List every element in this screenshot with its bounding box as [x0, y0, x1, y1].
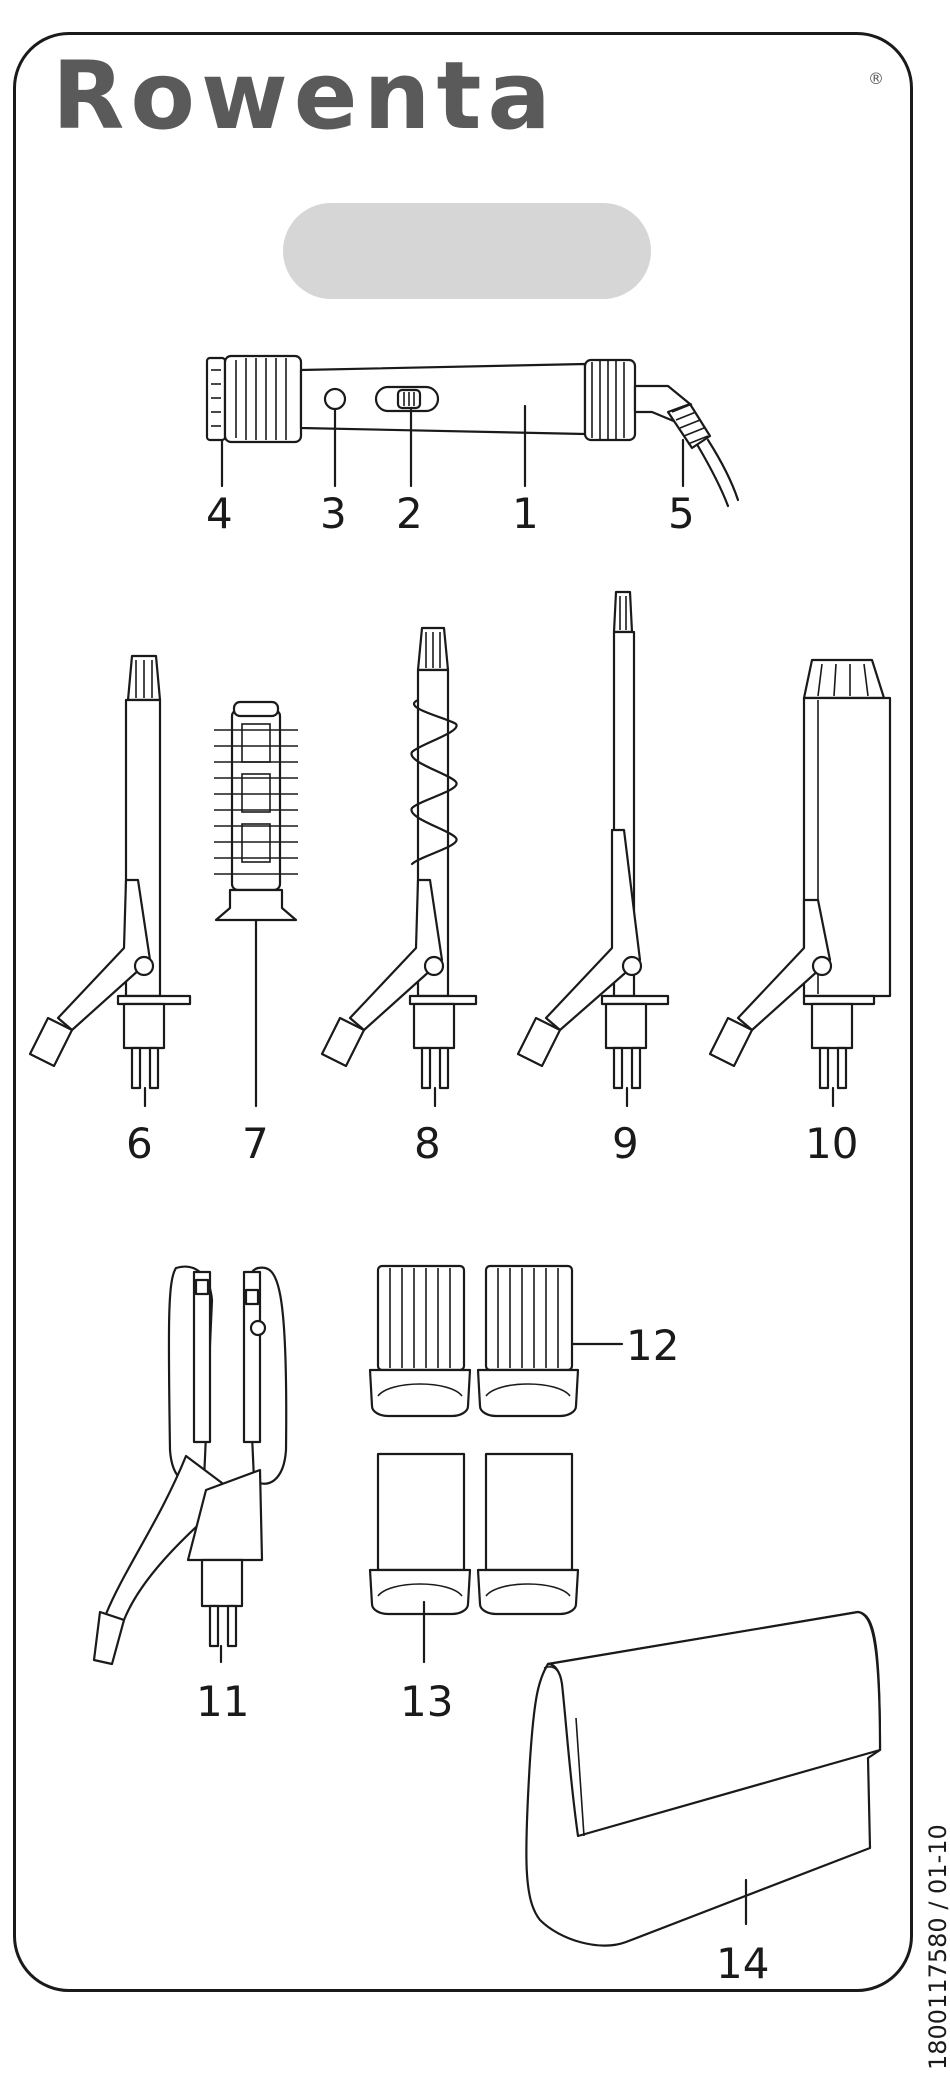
label-8: 8: [414, 1119, 441, 1168]
wide-tong-attachment: [710, 660, 890, 1106]
label-12: 12: [626, 1321, 679, 1370]
brush-attachment: [214, 702, 298, 1106]
flat-plates-attachment: [370, 1454, 578, 1662]
label-9: 9: [612, 1119, 639, 1168]
brand-logo: Rowenta: [52, 42, 557, 151]
storage-pouch: [526, 1612, 880, 1946]
document-code: 1800117580 / 01-10: [924, 1824, 950, 2070]
label-6: 6: [126, 1119, 153, 1168]
label-5: 5: [668, 489, 695, 538]
spiral-tong-attachment: [322, 628, 476, 1106]
curling-tong-attachment: [30, 656, 190, 1106]
label-3: 3: [320, 489, 347, 538]
label-2: 2: [396, 489, 423, 538]
label-14: 14: [716, 1939, 769, 1988]
label-4: 4: [206, 489, 233, 538]
registered-mark: ®: [868, 69, 884, 88]
slim-tong-attachment: [518, 592, 668, 1106]
label-1: 1: [512, 489, 539, 538]
label-7: 7: [242, 1119, 269, 1168]
crimper-attachment: [94, 1267, 286, 1664]
label-10: 10: [805, 1119, 858, 1168]
label-13: 13: [400, 1677, 453, 1726]
main-handle-drawing: [207, 356, 738, 506]
crimping-plates-attachment: [370, 1266, 622, 1416]
label-11: 11: [196, 1677, 249, 1726]
model-name-pill: [283, 203, 651, 299]
